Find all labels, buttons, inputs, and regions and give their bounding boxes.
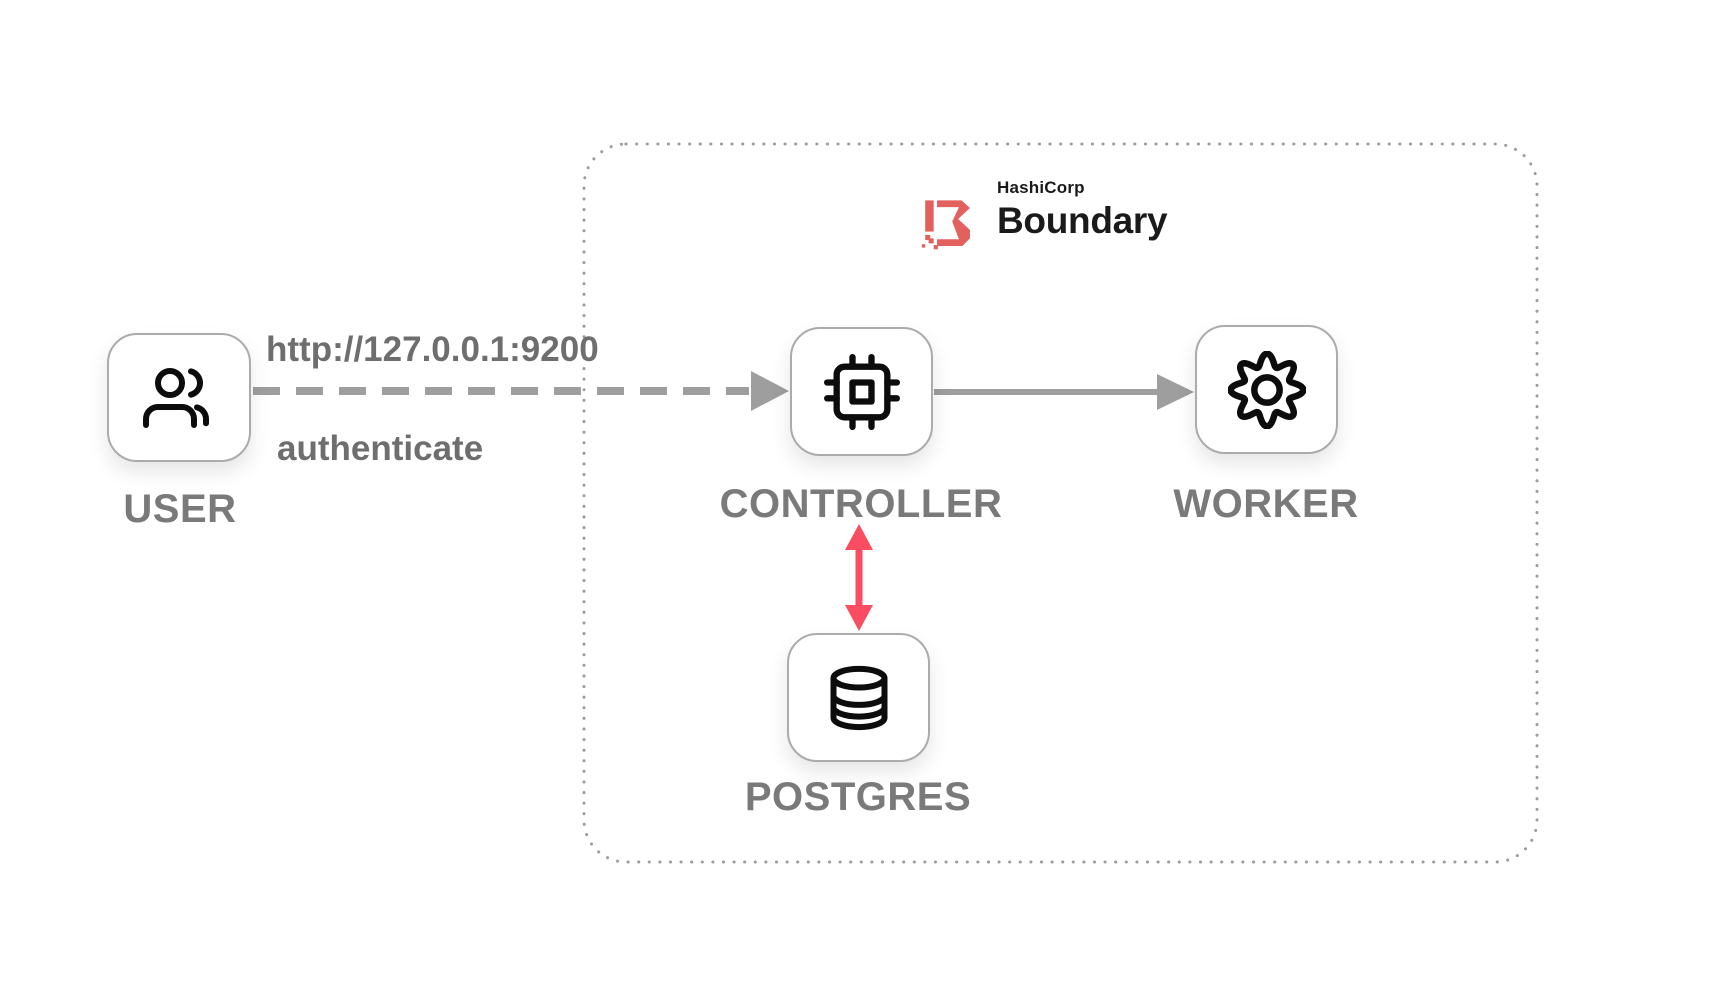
arrowhead-right (751, 371, 789, 411)
node-postgres-label: POSTGRES (744, 775, 972, 819)
logo-company-name: HashiCorp (997, 178, 1085, 197)
arrowhead-right (1157, 374, 1194, 410)
users-icon (143, 367, 209, 428)
arrowhead-down (845, 605, 873, 631)
node-postgres (787, 633, 930, 762)
node-worker (1195, 325, 1338, 454)
node-user (107, 333, 251, 462)
node-controller-label: CONTROLLER (719, 482, 1003, 526)
edge-label-authenticate: authenticate (277, 429, 484, 468)
boundary-b-mark-icon (921, 200, 970, 250)
logo-text: HashiCorp Boundary (997, 178, 1168, 241)
gear-icon (1227, 350, 1306, 429)
arrowhead-up (845, 524, 873, 550)
logo-product-name: Boundary (997, 200, 1168, 241)
cpu-icon (823, 353, 900, 430)
node-worker-label: WORKER (1173, 482, 1359, 526)
edge-controller-to-postgres (845, 524, 873, 631)
database-icon (830, 665, 887, 730)
hashicorp-boundary-logo: HashiCorp Boundary (921, 178, 1168, 257)
boundary-dotted-container (582, 142, 1539, 864)
node-controller (790, 327, 933, 456)
edge-user-to-controller (253, 371, 789, 411)
edge-label-url: http://127.0.0.1:9200 (266, 330, 599, 369)
edge-controller-to-worker (934, 374, 1194, 410)
node-user-label: USER (123, 487, 237, 531)
